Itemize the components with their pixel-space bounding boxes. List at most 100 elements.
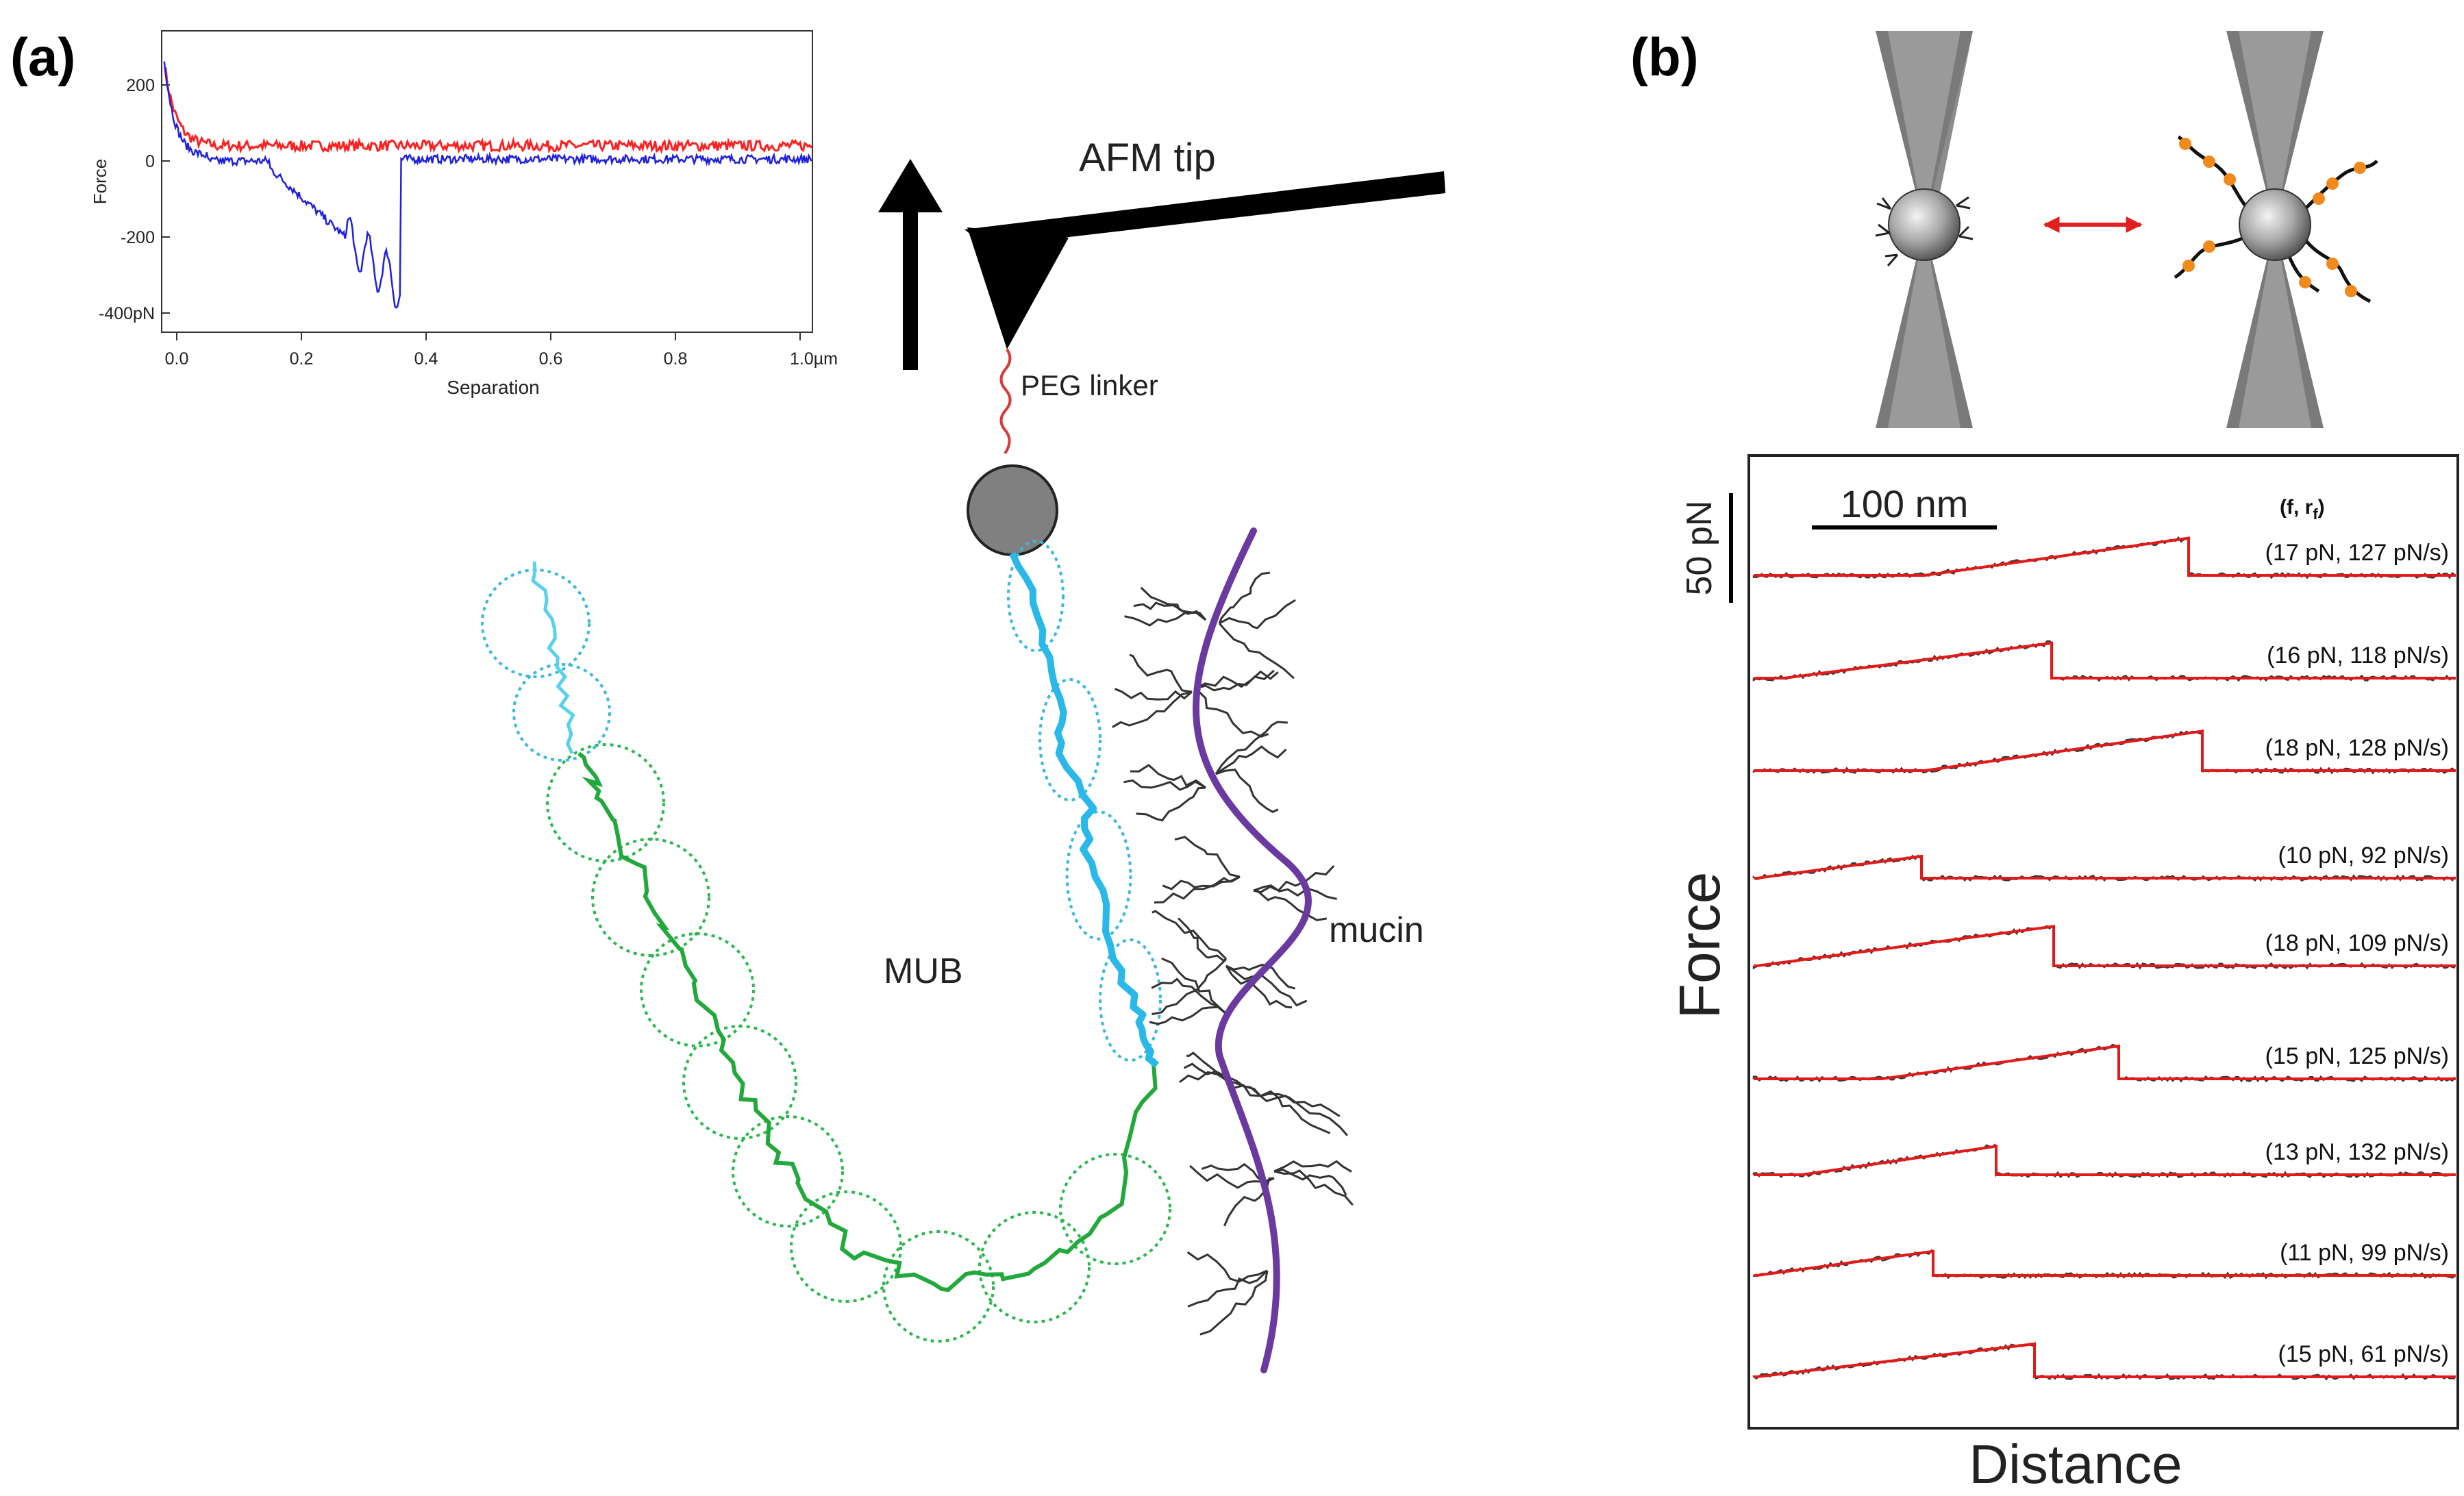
mub-domain-green: [546, 743, 665, 862]
glycan-branch: [1273, 1169, 1354, 1206]
glycan-branch: [1195, 669, 1275, 692]
glycan-branch: [1174, 836, 1241, 878]
glycan-branch: [1260, 1090, 1331, 1134]
force-traces: (17 pN, 127 pN/s) (16 pN, 118 pN/s) (18 pN…: [1752, 536, 2456, 1381]
glycan-branch: [1124, 611, 1206, 627]
glycan-branch: [1225, 965, 1293, 1009]
glycan-branch: [1215, 769, 1279, 813]
glycan-branch: [1273, 1169, 1347, 1196]
distance-axis-label: Distance: [1969, 1434, 2182, 1495]
glycan-branch: [1225, 963, 1296, 990]
glycan-branch: [1199, 1270, 1269, 1336]
glycan-branch: [1194, 687, 1269, 738]
trace-label: (11 pN, 99 pN/s): [2280, 1240, 2449, 1266]
glycan-branch: [1260, 1093, 1349, 1136]
mub-domain-cyan: [1038, 678, 1102, 801]
inset-x-tick-label: 0.2: [290, 349, 314, 369]
traces-frame: [1747, 454, 2459, 1430]
glycan-branch: [1218, 571, 1270, 624]
panel-label-a: (a): [10, 27, 75, 87]
afm-tip-apex: [967, 227, 1069, 349]
glycan-branch: [1187, 1269, 1269, 1308]
inset-x-ticks: 0.0 0.2 0.4 0.6 0.8 1.0µm: [165, 332, 838, 369]
trace-header-main: (f, r: [2280, 496, 2313, 519]
mub-label: MUB: [884, 951, 963, 991]
fit-trace: [1754, 854, 2456, 880]
mub-domain-green: [978, 1211, 1091, 1323]
trace-label: (18 pN, 109 pN/s): [2265, 930, 2449, 956]
inset-y-tick-label: -200: [121, 228, 155, 247]
retract-curve: [163, 61, 812, 309]
mucin-label: mucin: [1329, 910, 1424, 950]
glycan-branch: [1260, 1095, 1341, 1117]
trace-header-close: ): [2318, 496, 2325, 519]
mub-domain-cyan: [1065, 810, 1132, 940]
mub-domain-cyan: [481, 569, 590, 678]
pull-arrow: [878, 159, 943, 370]
glycan-branch: [1161, 957, 1228, 1015]
inset-x-tick-label: 0.6: [539, 349, 563, 369]
trace-header-sub: f: [2313, 506, 2318, 523]
afm-cantilever: [965, 171, 1445, 349]
mub-backbone-cyan: [1009, 551, 1160, 1068]
glycan-branch: [1223, 1177, 1275, 1227]
trace-label: (15 pN, 61 pN/s): [2278, 1341, 2449, 1367]
glycan-branch: [1149, 1006, 1228, 1025]
trace-label: (17 pN, 127 pN/s): [2265, 540, 2449, 566]
trace-label: (10 pN, 92 pN/s): [2278, 843, 2449, 869]
fit-trace: [1754, 1249, 2456, 1277]
glycan-branch: [1115, 688, 1193, 701]
distance-scale-label: 100 nm: [1841, 482, 1969, 525]
bead: [967, 464, 1058, 556]
glycan-branch: [1130, 764, 1206, 789]
mucin-backbone: [1192, 527, 1312, 1373]
glycan-branch: [1186, 1051, 1261, 1097]
glycan-branch: [1152, 910, 1228, 960]
inset-x-tick-label: 0.4: [414, 349, 438, 369]
force-scale-label: 50 pN: [1680, 501, 1719, 596]
glycan-branch: [1215, 721, 1288, 775]
glycan-branch: [1253, 884, 1337, 900]
fit-trace: [1754, 1342, 2456, 1378]
mub-domain-green: [790, 1190, 902, 1303]
mub-domain-green: [591, 838, 710, 957]
glycan-branch: [1225, 964, 1308, 1007]
inset-x-tick-label: 0.8: [664, 349, 688, 369]
glycan-branch: [1129, 653, 1193, 693]
glycan-branch: [1189, 1164, 1275, 1189]
fit-trace: [1754, 1044, 2456, 1080]
mub-domain-cyan: [1099, 938, 1162, 1062]
fit-trace: [1754, 1145, 2456, 1176]
glycan-branch: [1151, 977, 1227, 1015]
trace-header: (f, rf): [2280, 496, 2325, 523]
glycan-branch: [1183, 1062, 1261, 1097]
glycan-branch: [1140, 586, 1207, 621]
inset-y-axis-label: Force: [90, 159, 110, 204]
glycan-branch: [1162, 875, 1241, 890]
mub-domain-green: [882, 1230, 995, 1343]
inset-x-tick-label: 1.0µm: [790, 349, 838, 369]
fit-trace: [1754, 730, 2456, 772]
peg-linker: [999, 348, 1012, 455]
trapped-bead-bound: [2239, 188, 2311, 261]
glycan-branch: [1253, 864, 1335, 894]
mub-domain-green: [682, 1025, 797, 1140]
mub-domain-green: [732, 1115, 844, 1227]
glycan-branch: [1195, 670, 1279, 690]
trace-label: (15 pN, 125 pN/s): [2265, 1043, 2449, 1069]
afm-tip-label: AFM tip: [1079, 136, 1216, 180]
glycan-branch: [1253, 889, 1328, 921]
inset-x-tick-label: 0.0: [165, 349, 189, 369]
inset-y-tick-label: 200: [126, 76, 155, 95]
panel-label-b: (b): [1630, 27, 1699, 87]
mucin-glycans: [1112, 571, 1354, 1336]
mub-domain-cyan: [512, 663, 611, 762]
force-axis-label: Force: [1667, 872, 1732, 1019]
trace-label: (16 pN, 118 pN/s): [2267, 643, 2449, 669]
trapped-bead: [1888, 188, 1961, 261]
mub-backbone-green: [577, 751, 1158, 1293]
mub-domains: [481, 540, 1171, 1343]
